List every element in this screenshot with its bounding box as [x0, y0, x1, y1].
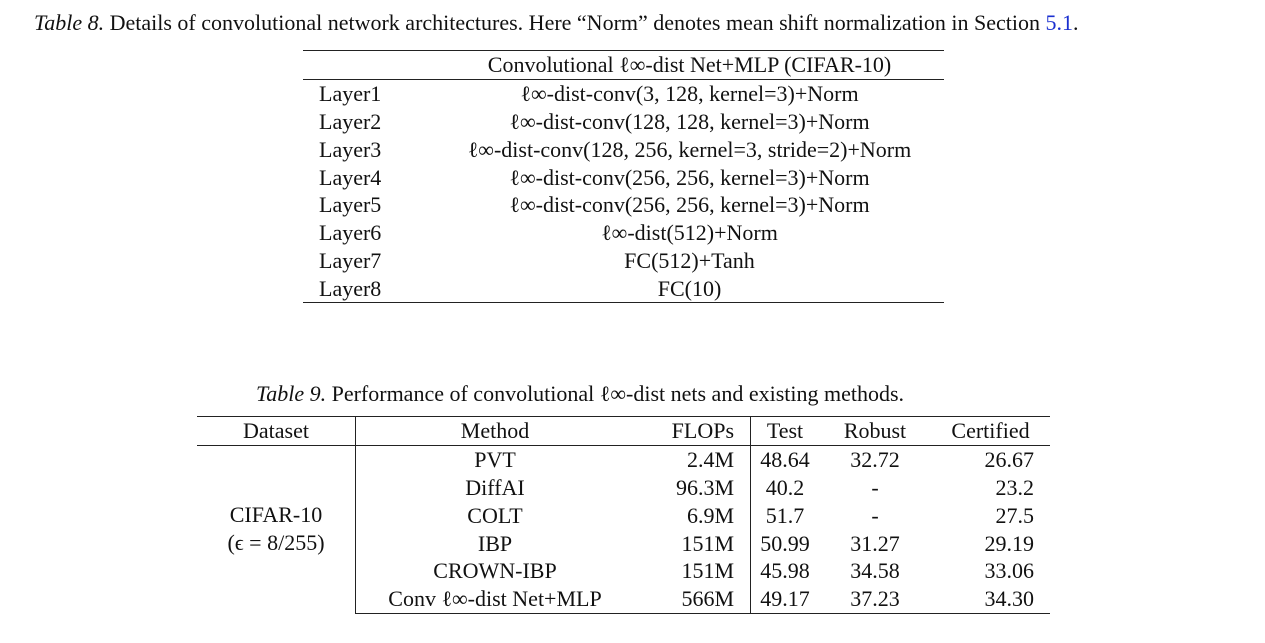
- architecture-table: Convolutional ℓ∞-dist Net+MLP (CIFAR-10)…: [303, 50, 944, 304]
- layer-name: Layer6: [319, 220, 382, 246]
- section-reference-link[interactable]: 5.1: [1045, 10, 1074, 35]
- certified-cell: 23.2: [995, 474, 1035, 500]
- layer-name: Layer3: [319, 136, 382, 162]
- flops-cell: 566M: [634, 584, 751, 614]
- layer-name: Layer1: [319, 81, 382, 107]
- layer-name: Layer2: [319, 108, 382, 134]
- header-cell-dataset: Dataset: [197, 416, 356, 446]
- header-cell-robust: Robust: [819, 416, 931, 446]
- table-row: Layer4 ℓ∞-dist-conv(256, 256, kernel=3)+N…: [303, 163, 944, 191]
- layer-name: Layer5: [319, 192, 382, 218]
- certified-cell: 27.5: [995, 502, 1035, 528]
- robust-cell: -: [871, 474, 879, 500]
- table8-caption-text: Details of convolutional network archite…: [104, 10, 1046, 35]
- test-cell: 40.2: [765, 474, 805, 500]
- layer-spec: ℓ∞-dist-conv(256, 256, kernel=3)+Norm: [509, 164, 870, 190]
- flops-cell: 96.3M: [634, 473, 751, 502]
- layer-spec: FC(10): [435, 274, 944, 304]
- layer-spec: ℓ∞-dist-conv(256, 256, kernel=3)+Norm: [509, 192, 870, 218]
- table8-caption-end: .: [1073, 10, 1079, 35]
- robust-cell: 34.58: [850, 558, 900, 584]
- table-row: Layer7 FC(512)+Tanh: [303, 247, 944, 275]
- method-cell: PVT: [474, 447, 516, 473]
- header-cell-test: Test: [750, 416, 819, 446]
- table8-caption-label: Table 8.: [34, 10, 105, 35]
- table-header-row: Dataset Method FLOPs Test Robust Certifi…: [197, 416, 1050, 446]
- flops-cell: 151M: [634, 529, 751, 557]
- test-cell-best: 51.7: [765, 502, 805, 528]
- layer-spec: ℓ∞-dist-conv(128, 128, kernel=3)+Norm: [509, 108, 870, 134]
- header-cell-flops: FLOPs: [634, 416, 751, 446]
- test-cell: 48.64: [760, 447, 810, 473]
- table-row: Layer6 ℓ∞-dist(512)+Norm: [303, 219, 944, 247]
- robust-cell: -: [871, 502, 879, 528]
- layer-spec: ℓ∞-dist(512)+Norm: [601, 220, 778, 246]
- flops-cell: 2.4M: [634, 445, 751, 474]
- method-cell: IBP: [477, 530, 513, 556]
- performance-table: Dataset Method FLOPs Test Robust Certifi…: [197, 416, 1050, 614]
- layer-spec: ℓ∞-dist-conv(128, 256, kernel=3, stride=…: [467, 136, 912, 162]
- table-row: COLT 6.9M 51.7 - 27.5: [197, 501, 1050, 530]
- flops-cell: 151M: [634, 556, 751, 585]
- table-row: Layer1 ℓ∞-dist-conv(3, 128, kernel=3)+Nor…: [303, 79, 944, 107]
- robust-cell: 32.72: [850, 447, 900, 473]
- layer-name: Layer7: [319, 247, 382, 273]
- layer-name: Layer4: [319, 164, 382, 190]
- certified-cell-best: 34.30: [931, 584, 1050, 614]
- certified-cell: 33.06: [984, 558, 1035, 584]
- header-cell-layer: [303, 50, 435, 80]
- header-cell-architecture: Convolutional ℓ∞-dist Net+MLP (CIFAR-10): [435, 50, 944, 80]
- method-cell: Conv ℓ∞-dist Net+MLP: [355, 584, 634, 614]
- layer-spec: ℓ∞-dist-conv(3, 128, kernel=3)+Norm: [520, 81, 859, 107]
- test-cell: 50.99: [760, 530, 810, 556]
- robust-cell: 31.27: [850, 530, 900, 556]
- dataset-cell: CIFAR-10 (ϵ = 8/255): [197, 445, 356, 614]
- certified-cell: 29.19: [984, 530, 1035, 556]
- table-row: Layer3 ℓ∞-dist-conv(128, 256, kernel=3, s…: [303, 135, 944, 163]
- method-cell: DiffAI: [465, 474, 525, 500]
- header-cell-certified: Certified: [931, 416, 1050, 446]
- table9-caption-label: Table 9.: [256, 381, 327, 406]
- layer-spec: FC(512)+Tanh: [624, 247, 755, 273]
- flops-cell: 6.9M: [634, 501, 751, 530]
- robust-cell-best: 37.23: [819, 584, 931, 614]
- table-row: IBP 151M 50.99 31.27 29.19: [197, 529, 1050, 557]
- table8-caption: Table 8. Details of convolutional networ…: [34, 10, 1079, 36]
- table9-caption: Table 9. Performance of convolutional ℓ∞…: [256, 381, 904, 407]
- table-row: CIFAR-10 (ϵ = 8/255) PVT 2.4M 48.64 32.7…: [197, 445, 1050, 614]
- method-cell: COLT: [467, 502, 523, 528]
- test-cell: 45.98: [760, 558, 810, 584]
- table-row: Conv ℓ∞-dist Net+MLP 566M 49.17 37.23 34…: [197, 584, 1050, 614]
- method-cell: CROWN-IBP: [433, 558, 557, 584]
- table-row: Layer2 ℓ∞-dist-conv(128, 128, kernel=3)+N…: [303, 108, 944, 136]
- layer-name: Layer8: [303, 274, 435, 304]
- table-row: DiffAI 96.3M 40.2 - 23.2: [197, 473, 1050, 502]
- table-row: CROWN-IBP 151M 45.98 34.58 33.06: [197, 556, 1050, 585]
- certified-cell: 26.67: [984, 447, 1035, 473]
- table-row: Layer5 ℓ∞-dist-conv(256, 256, kernel=3)+N…: [303, 191, 944, 219]
- table9-caption-text: Performance of convolutional ℓ∞-dist net…: [326, 381, 905, 406]
- header-cell-method: Method: [355, 416, 634, 446]
- dataset-name: CIFAR-10: [229, 502, 323, 528]
- test-cell: 49.17: [750, 584, 819, 614]
- table-header-row: Convolutional ℓ∞-dist Net+MLP (CIFAR-10): [303, 50, 944, 80]
- dataset-epsilon: (ϵ = 8/255): [227, 530, 325, 556]
